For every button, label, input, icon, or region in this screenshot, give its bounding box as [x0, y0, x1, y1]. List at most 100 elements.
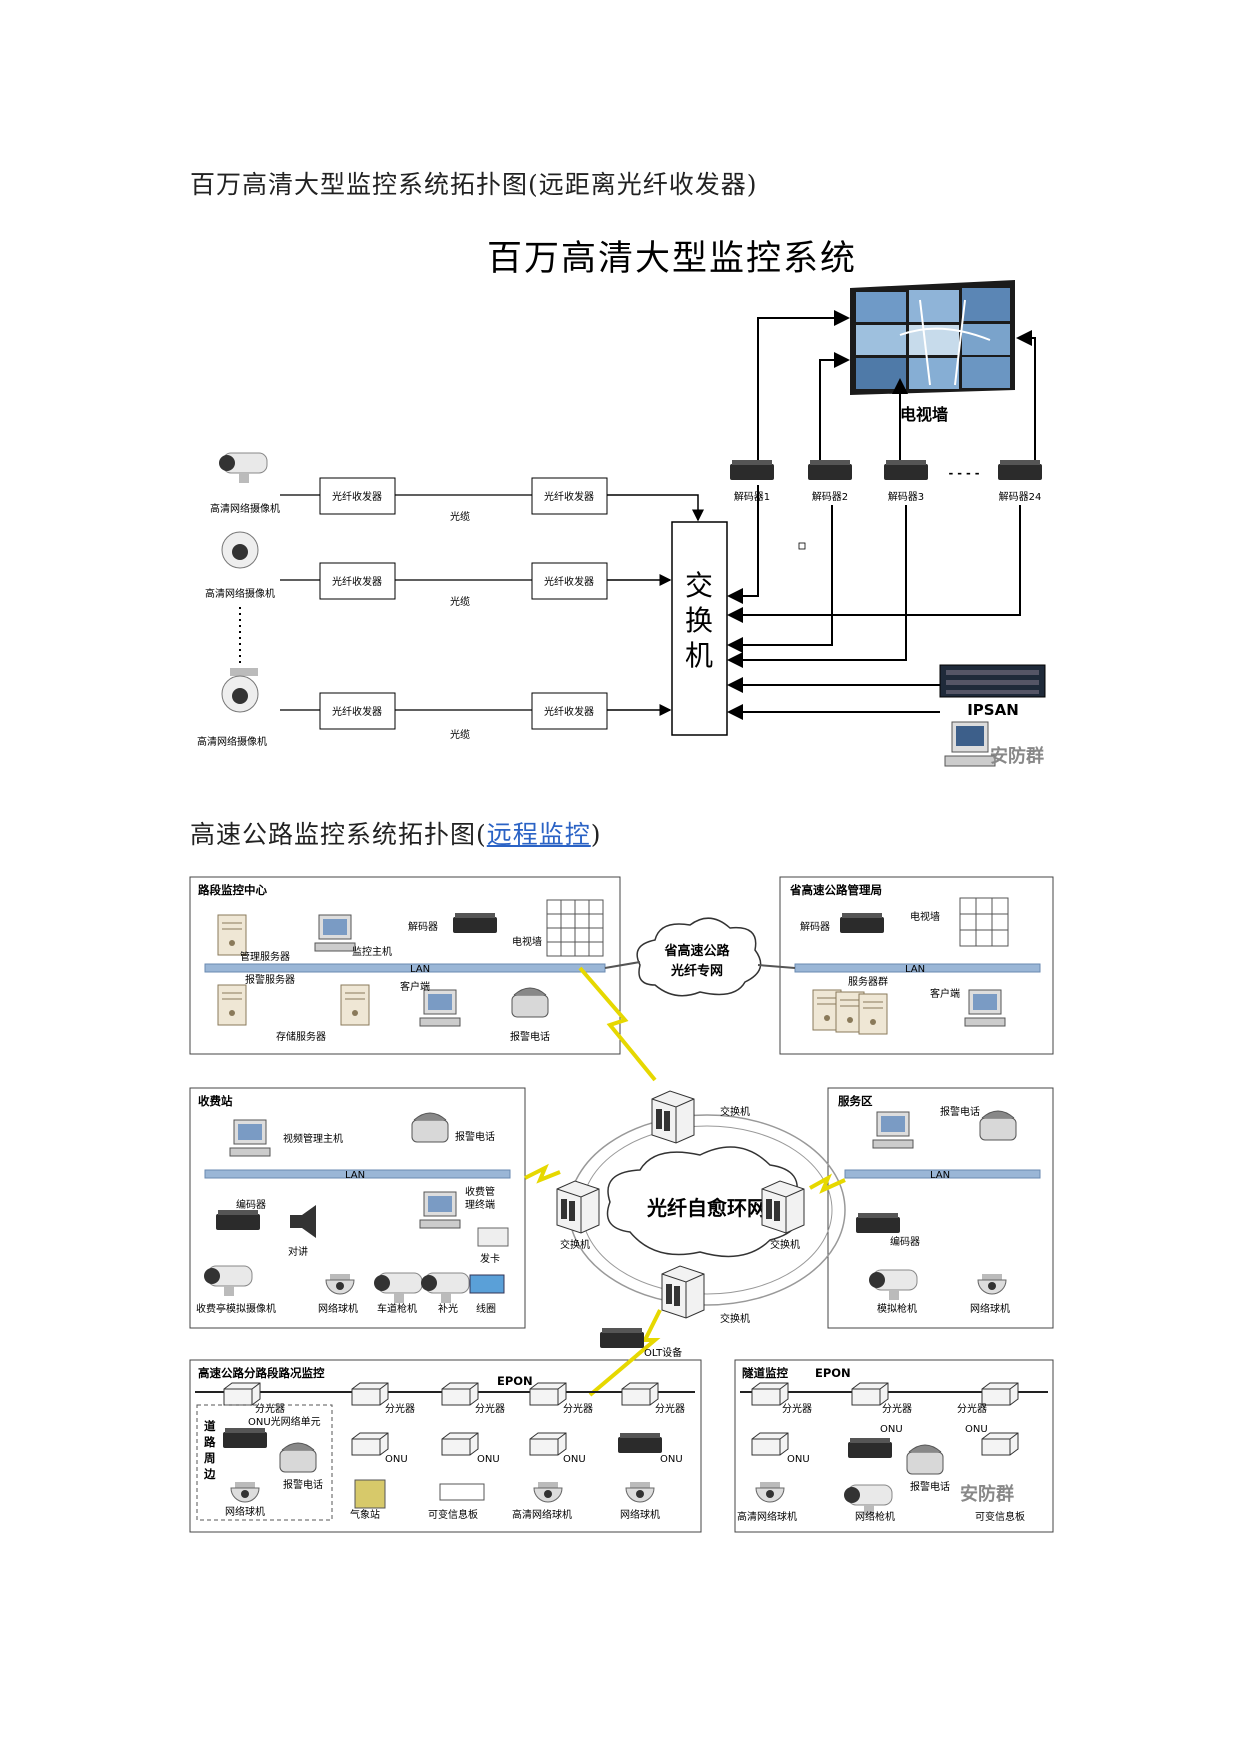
service-pc-icon — [872, 1111, 914, 1149]
section-service-title: 服务区 — [838, 1094, 873, 1108]
alarm-phone-icon-road — [511, 987, 549, 1018]
transceiver-1b: 光纤收发器 — [544, 490, 594, 503]
roadside-phone-icon — [279, 1442, 317, 1473]
client-pc-icon-prov — [964, 989, 1006, 1027]
splitter-2 — [351, 1382, 389, 1406]
ring-switch-left-label: 交换机 — [560, 1238, 590, 1251]
ring-switch-top-label: 交换机 — [720, 1105, 750, 1118]
roadside-char-4: 边 — [203, 1467, 216, 1481]
lan-bar-service — [844, 1169, 1041, 1179]
video-host-icon — [229, 1119, 271, 1157]
tunnel-onu-1 — [751, 1432, 789, 1456]
tunnel-phone-icon — [906, 1444, 944, 1475]
roadside-char-3: 周 — [204, 1451, 216, 1465]
surveillance-system-diagram: 百万高清大型监控系统 电视墙 解码器1 解码器2 解码器3 解码器24 - - … — [188, 225, 1055, 795]
vms-icon-1 — [439, 1483, 485, 1501]
toll-dome-label: 网络球机 — [318, 1302, 358, 1315]
splitter-3 — [441, 1382, 479, 1406]
client-label-prov: 客户端 — [930, 987, 960, 1000]
decoder-3 — [884, 460, 928, 480]
tunnel-onu-label-1: ONU — [787, 1454, 810, 1465]
roadside-dome-label: 网络球机 — [225, 1505, 265, 1518]
tunnel-onu-3 — [981, 1432, 1019, 1456]
alarm-phone-icon-toll — [411, 1112, 449, 1143]
alarm-server-label: 报警服务器 — [245, 973, 295, 986]
service-dome-label: 网络球机 — [970, 1302, 1010, 1315]
weather-station-icon — [354, 1479, 386, 1509]
transceiver-2b: 光纤收发器 — [544, 575, 594, 588]
tv-wall-icon — [850, 280, 1015, 395]
switch-char-1: 交 — [685, 569, 713, 602]
toll-terminal-pc-icon — [419, 1191, 461, 1229]
card-label: 发卡 — [480, 1252, 500, 1265]
onu-label-2: ONU — [477, 1454, 500, 1465]
encoder-icon-toll — [216, 1210, 260, 1230]
alarm-phone-label-toll: 报警电话 — [455, 1130, 495, 1143]
service-phone-icon — [979, 1110, 1017, 1141]
olt-icon — [600, 1328, 644, 1348]
ring-switch-bottom — [661, 1265, 705, 1319]
tunnel-phone-label: 报警电话 — [910, 1480, 950, 1493]
lane-gun-label: 车道枪机 — [377, 1302, 417, 1315]
onu-vms — [441, 1432, 479, 1456]
booth-camera-label: 收费亭模拟摄像机 — [196, 1302, 276, 1315]
tunnel-onu-label-3: ONU — [965, 1424, 988, 1435]
wireless-link-4 — [588, 1309, 662, 1397]
tunnel-splitter-label-3: 分光器 — [957, 1402, 987, 1415]
remote-monitoring-link[interactable]: 远程监控 — [486, 820, 591, 849]
transceiver-3a: 光纤收发器 — [332, 705, 382, 718]
encoder-label-service: 编码器 — [890, 1235, 920, 1248]
toll-terminal-label-2: 理终端 — [465, 1198, 495, 1211]
monitor-host-icon — [314, 914, 356, 952]
decoder-label-road: 解码器 — [408, 920, 438, 933]
diagram1-title: 百万高清大型监控系统 — [487, 239, 857, 279]
tunnel-gun-label: 网络枪机 — [855, 1510, 895, 1523]
ring-switch-right — [761, 1180, 805, 1234]
camera-row-2: 高清网络摄像机 光纤收发器 光缆 光纤收发器 — [205, 531, 672, 608]
roadside-phone-label: 报警电话 — [283, 1478, 323, 1491]
heading-topology-1: 百万高清大型监控系统拓扑图(远距离光纤收发器) — [190, 170, 758, 199]
analog-gun-label: 模拟枪机 — [877, 1302, 917, 1315]
cable-label-1: 光缆 — [450, 510, 470, 523]
tv-wall-grid-icon — [546, 899, 604, 957]
vms-label-1: 可变信息板 — [428, 1508, 478, 1521]
private-line-cloud: 省高速公路 光纤专网 — [636, 917, 762, 997]
lan-label-1: LAN — [410, 964, 430, 975]
server-group-label: 服务器群 — [848, 975, 888, 988]
intercom-label: 对讲 — [288, 1245, 308, 1258]
lan-label-4: LAN — [930, 1170, 950, 1181]
cable-label-2: 光缆 — [450, 595, 470, 608]
decoder-24 — [998, 460, 1042, 480]
highway-monitoring-diagram: 路段监控中心 省高速公路管理局 收费站 服务区 高速公路分路段路况监控 隧道监控… — [189, 876, 1054, 1533]
decoder-label-24: 解码器24 — [999, 490, 1042, 503]
tunnel-splitter-2 — [851, 1382, 889, 1406]
onu-unit-label: ONU光网络单元 — [248, 1415, 321, 1428]
service-encoder-icon — [856, 1213, 900, 1233]
dome-label-5: 网络球机 — [620, 1508, 660, 1521]
wireless-link-1 — [578, 966, 657, 1082]
tunnel-onu-2 — [848, 1438, 892, 1458]
camera-label-2: 高清网络摄像机 — [205, 587, 275, 600]
monitor-host-label: 监控主机 — [352, 945, 392, 958]
loop-icon — [469, 1274, 505, 1294]
transceiver-3b: 光纤收发器 — [544, 705, 594, 718]
switch-char-3: 机 — [685, 639, 713, 672]
tv-wall-label-road: 电视墙 — [512, 935, 542, 948]
tunnel-vms-label: 可变信息板 — [975, 1510, 1025, 1523]
ring-switch-bottom-label: 交换机 — [720, 1312, 750, 1325]
decoder-icon-prov — [840, 913, 884, 933]
tv-wall-grid-prov — [959, 897, 1009, 947]
splitter-label-3: 分光器 — [475, 1402, 505, 1415]
server-group-icon — [812, 989, 888, 1035]
wireless-link-2 — [524, 1163, 561, 1184]
ring-switch-right-label: 交换机 — [770, 1238, 800, 1251]
decoder-icon-2 — [453, 913, 497, 933]
splitter-label-4: 分光器 — [563, 1402, 593, 1415]
splitter-label-1: 分光器 — [255, 1402, 285, 1415]
heading-topology-2: 高速公路监控系统拓扑图(远程监控) — [190, 820, 602, 849]
encoder-label-toll: 编码器 — [236, 1198, 266, 1211]
section-provincial-title: 省高速公路管理局 — [789, 883, 882, 897]
tunnel-hd-dome-label: 高清网络球机 — [737, 1510, 797, 1523]
epon-label-tunnel: EPON — [815, 1366, 851, 1380]
ring-switch-top — [651, 1090, 695, 1144]
